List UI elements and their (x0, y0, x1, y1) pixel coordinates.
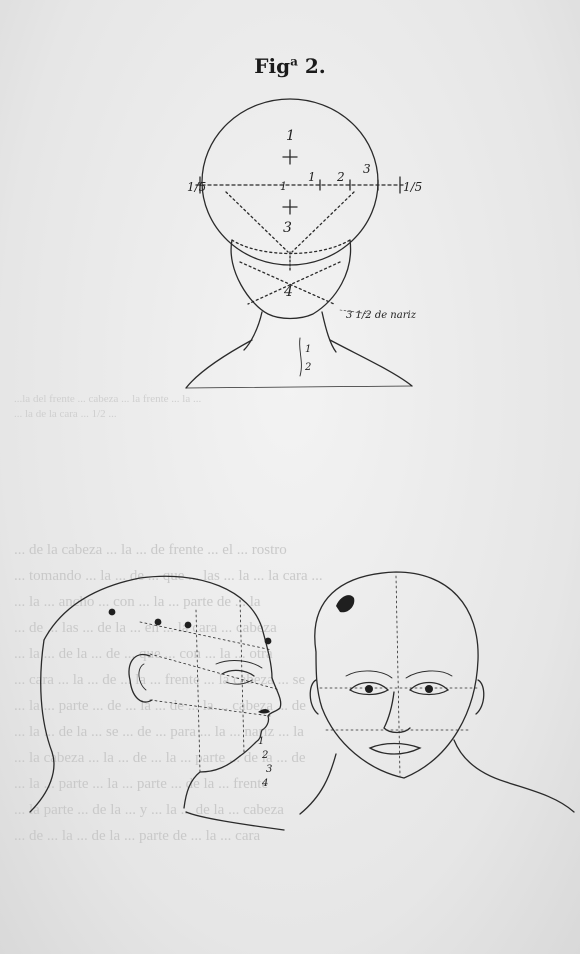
base-line (186, 386, 412, 388)
profile-head-drawing (30, 576, 284, 830)
profile-dot (109, 609, 116, 616)
frontal-left-iris (365, 685, 373, 693)
shoulder-left (186, 340, 252, 388)
shoulder-right (330, 340, 412, 386)
neck-left (244, 312, 262, 350)
ruler-mark-label: 3 (363, 162, 371, 176)
head-mark-label: 3 (283, 220, 292, 236)
ruler-center-label: 1 (280, 180, 287, 193)
profile-mark-label: 3 (266, 764, 272, 775)
frontal-head-ink-mark (336, 595, 354, 612)
construction-line (248, 262, 340, 304)
frontal-right-ear (476, 680, 484, 714)
neck-note-label: 3 1/2 de nariz (346, 310, 417, 321)
head-mark-label: 1 (286, 128, 295, 144)
profile-dot (185, 622, 192, 629)
profile-skull (44, 576, 272, 678)
profile-guide (240, 600, 244, 752)
frontal-left-brow (346, 671, 392, 678)
ruler-right-label: 1/5 (403, 180, 422, 194)
frontal-nose (384, 692, 410, 733)
face-crossline (232, 240, 350, 254)
neck-mark-label: 1 (305, 344, 311, 355)
frontal-shoulder-right (454, 740, 574, 812)
head-mark-label: 4 (283, 284, 293, 300)
profile-ear (129, 655, 152, 702)
profile-guide (150, 700, 270, 716)
profile-nose (268, 678, 281, 716)
skull-oval (202, 99, 378, 265)
ruler-left-label: 1/5 (187, 180, 206, 194)
profile-shoulder (186, 812, 284, 830)
frontal-head-diagram (186, 99, 412, 388)
neck-right (322, 312, 336, 352)
profile-guide (140, 622, 272, 650)
profile-mark-label: 4 (261, 778, 268, 789)
ruler-mark-label: 2 (336, 170, 345, 184)
profile-nostril (258, 709, 270, 714)
face-outline (231, 240, 350, 319)
profile-ear-inner (139, 664, 146, 690)
profile-mark-label: 2 (261, 750, 268, 761)
profile-dot (155, 619, 162, 626)
profile-brow (216, 661, 262, 668)
profile-dot (265, 638, 272, 645)
profile-lower-lid (226, 680, 252, 684)
frontal-right-brow (406, 671, 452, 678)
profile-guide (150, 654, 280, 690)
neck-mark-label: 2 (304, 362, 311, 373)
profile-back-neck (30, 640, 54, 812)
ruler-mark-label: 1 (308, 170, 316, 184)
frontal-right-iris (425, 685, 433, 693)
profile-jaw (184, 756, 240, 808)
frontal-shoulder-left (300, 754, 336, 814)
neck-marks-stroke (300, 338, 302, 376)
profile-mark-label: 1 (258, 736, 264, 747)
frontal-mouth (370, 744, 420, 755)
construction-line (226, 192, 288, 252)
frontal-guide (396, 576, 400, 776)
